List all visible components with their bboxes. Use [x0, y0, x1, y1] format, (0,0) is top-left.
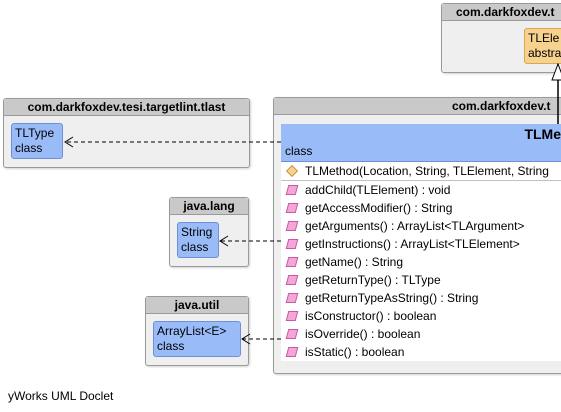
method-signature: getAccessModifier() : String [305, 201, 453, 215]
method-signature: isOverride() : boolean [305, 327, 421, 341]
class-box-string: String class [177, 222, 219, 258]
method-row: getName() : String [281, 253, 561, 271]
method-signature: getArguments() : ArrayList<TLArgument> [305, 219, 525, 233]
method-signature: getReturnTypeAsString() : String [305, 291, 479, 305]
method-row: getReturnTypeAsString() : String [281, 289, 561, 307]
package-tlast: com.darkfoxdev.tesi.targetlint.tlast TLT… [3, 98, 250, 168]
abstract-class-kind: abstra [528, 46, 561, 60]
dependency-arrowhead-arraylist [241, 333, 251, 345]
class-name-tltype: TLType [15, 126, 55, 140]
abstract-class-name: TLEle [528, 31, 560, 45]
method-row: getAccessModifier() : String [281, 199, 561, 217]
method-signature: isConstructor() : boolean [305, 309, 437, 323]
class-name-string: String [181, 225, 213, 239]
method-row: getReturnType() : TLType [281, 271, 561, 289]
dependency-arrowhead-string [219, 235, 229, 247]
class-header-tlmethod: TLMe class [281, 124, 561, 162]
package-tlast-title: com.darkfoxdev.tesi.targetlint.tlast [4, 99, 249, 116]
method-row: isOverride() : boolean [281, 325, 561, 343]
method-signature: getName() : String [305, 255, 404, 269]
class-box-arraylist: ArrayList<E> class [153, 321, 241, 357]
package-java-util: java.util ArrayList<E> class [145, 296, 249, 366]
class-box-tltype: TLType class [11, 123, 63, 159]
method-signature: getReturnType() : TLType [305, 273, 441, 287]
footer-credit: yWorks UML Doclet [8, 389, 114, 403]
package-java-lang: java.lang String class [169, 197, 249, 267]
package-top-title: com.darkfoxdev.t [442, 4, 561, 21]
member-list: TLMethod(Location, String, TLElement, St… [281, 162, 561, 361]
dependency-arrowhead-tltype [64, 136, 74, 148]
class-kind-arraylist: class [157, 339, 185, 353]
method-row: addChild(TLElement) : void [281, 181, 561, 199]
class-name-arraylist: ArrayList<E> [157, 324, 227, 338]
method-row: getArguments() : ArrayList<TLArgument> [281, 217, 561, 235]
package-top: com.darkfoxdev.t TLEle abstra [441, 3, 561, 73]
class-kind-tltype: class [15, 141, 43, 155]
package-java-lang-title: java.lang [170, 198, 248, 215]
method-signature: getInstructions() : ArrayList<TLElement> [305, 237, 520, 251]
package-main-title: com.darkfoxdev.t [274, 98, 561, 115]
constructor-signature: TLMethod(Location, String, TLElement, St… [305, 164, 549, 178]
class-name-tlmethod: TLMe [524, 126, 561, 142]
package-java-util-title: java.util [146, 297, 248, 314]
inheritance-arrowhead [551, 62, 561, 81]
constructor-row: TLMethod(Location, String, TLElement, St… [281, 162, 561, 181]
method-row: isStatic() : boolean [281, 343, 561, 361]
method-signature: isStatic() : boolean [305, 345, 405, 359]
class-kind-tlmethod: class [285, 144, 313, 158]
method-row: getInstructions() : ArrayList<TLElement> [281, 235, 561, 253]
class-kind-string: class [181, 240, 209, 254]
method-signature: addChild(TLElement) : void [305, 183, 451, 197]
method-row: isConstructor() : boolean [281, 307, 561, 325]
abstract-class-box: TLEle abstra [524, 28, 561, 64]
